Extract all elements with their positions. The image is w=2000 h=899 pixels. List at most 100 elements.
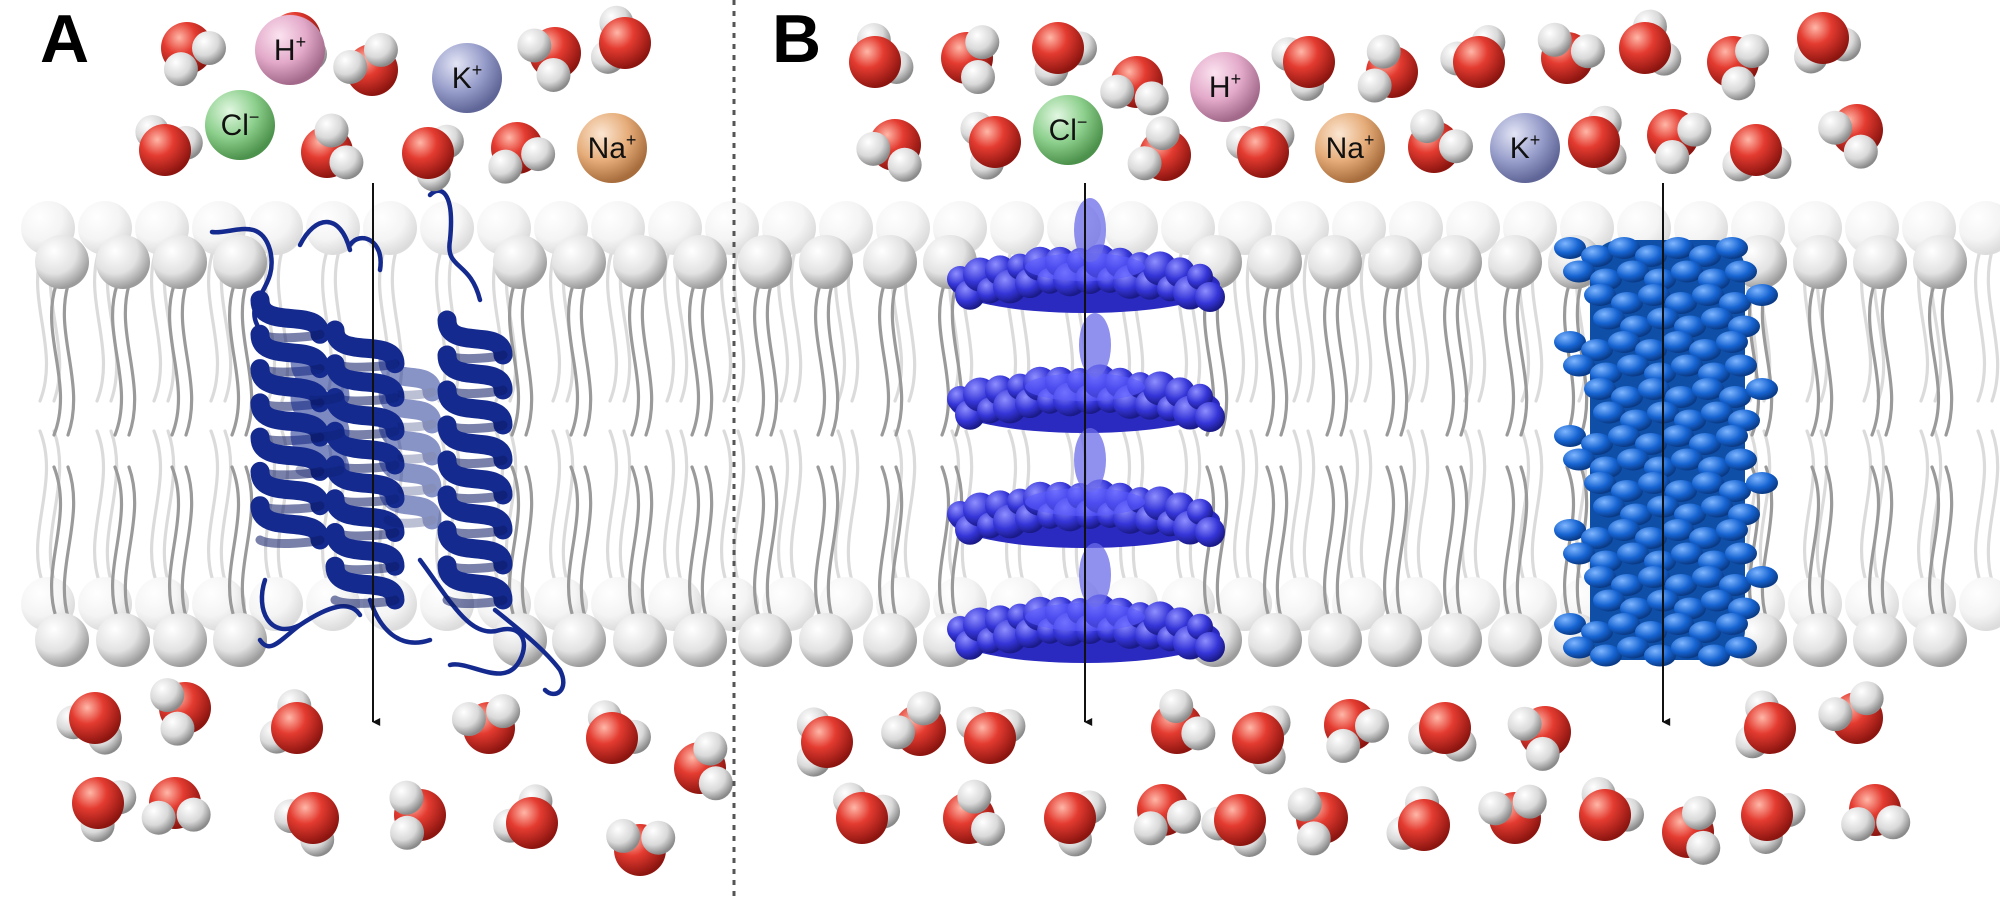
water-molecule-icon — [1032, 22, 1097, 87]
lipid-lower — [1853, 465, 1907, 667]
ion-label: Na+ — [588, 130, 637, 165]
lipid-upper — [1368, 235, 1422, 437]
ion-k: K+ — [432, 43, 502, 113]
water-molecule-icon — [1707, 34, 1770, 101]
lipid-upper — [1428, 235, 1482, 437]
water-molecule-icon — [1386, 786, 1450, 851]
panel-label-b: B — [772, 1, 821, 77]
ion-h: H+ — [255, 15, 325, 85]
lipid-upper — [552, 235, 606, 437]
lipid-upper — [673, 235, 727, 437]
water-molecule-icon — [301, 113, 364, 180]
lipid-upper — [1793, 235, 1847, 437]
ion-symbol: H — [1209, 71, 1231, 104]
water-molecule-icon — [586, 700, 651, 764]
ion-h: H+ — [1190, 52, 1260, 122]
lipid-lower — [673, 465, 727, 667]
water-molecule-icon — [1127, 116, 1191, 181]
helix — [290, 350, 350, 480]
water-molecule-icon — [856, 119, 922, 182]
water-molecule-icon — [1440, 25, 1506, 88]
water-molecule-icon — [1100, 56, 1169, 116]
water-molecule-icon — [1151, 689, 1216, 754]
lipid-back — [705, 201, 759, 403]
lipid-lower — [153, 465, 207, 667]
lipid-upper — [863, 235, 917, 437]
lipid-upper — [96, 235, 150, 437]
ion-label: K+ — [1510, 130, 1541, 165]
ion-label: K+ — [452, 60, 483, 95]
lipid-lower — [613, 465, 667, 667]
lipid-back — [705, 429, 759, 631]
lipid-back — [876, 429, 930, 631]
lipid-lower — [1913, 465, 1967, 667]
ion-label: Cl− — [221, 107, 260, 142]
lipid-back — [1959, 201, 2000, 403]
lipid-back — [534, 201, 588, 403]
water-molecule-icon — [1408, 109, 1473, 173]
water-molecule-icon — [1226, 118, 1295, 178]
dna-nanopore-icon — [1554, 237, 1778, 667]
water-molecule-icon — [161, 22, 226, 87]
water-molecule-icon — [1201, 794, 1267, 857]
lipid-lower — [552, 465, 606, 667]
lipid-back — [648, 201, 702, 403]
lipid-back — [819, 201, 873, 403]
ion-symbol: H — [274, 34, 296, 67]
lipid-back — [1218, 429, 1272, 631]
porphyrin-layer — [947, 594, 1225, 663]
water-molecule-icon — [1408, 702, 1477, 762]
water-molecule-icon — [674, 731, 733, 801]
water-molecule-icon — [141, 777, 211, 835]
lipid-upper — [35, 235, 89, 437]
panel-label-a: A — [40, 1, 89, 77]
water-molecule-icon — [590, 5, 651, 74]
ion-na: Na+ — [1315, 113, 1385, 183]
ion-charge: − — [249, 107, 260, 127]
water-molecule-icon — [1619, 9, 1682, 76]
lipid-back — [534, 429, 588, 631]
ion-charge: + — [296, 32, 307, 52]
ion-cl: Cl− — [205, 90, 275, 160]
ion-k: K+ — [1490, 113, 1560, 183]
alpha-helical-protein-icon — [209, 188, 566, 697]
water-molecule-icon — [274, 792, 339, 857]
water-molecule-icon — [1271, 36, 1335, 101]
lipid-lower — [96, 465, 150, 667]
water-molecule-icon — [333, 32, 398, 96]
transport-arrows — [372, 183, 1671, 726]
lipid-back — [819, 429, 873, 631]
lipid-upper — [153, 235, 207, 437]
ion-charge: + — [626, 130, 637, 150]
ion-na: Na+ — [577, 113, 647, 183]
helix — [250, 290, 330, 550]
lipid-back — [78, 429, 132, 631]
water-molecule-icon — [1841, 784, 1911, 842]
ion-charge: + — [1364, 130, 1375, 150]
ion-label: H+ — [274, 32, 306, 67]
water-molecule-icon — [150, 678, 211, 746]
water-molecule-icon — [1818, 104, 1883, 169]
water-molecule-icon — [451, 694, 521, 754]
lipid-lower — [1793, 465, 1847, 667]
ion-symbol: Cl — [1049, 114, 1077, 147]
ion-label: Na+ — [1326, 130, 1375, 165]
water-molecule-icon — [56, 692, 122, 755]
water-molecule-icon — [1478, 784, 1547, 844]
lipid-lower — [1308, 465, 1362, 667]
lipid-back — [1959, 429, 2000, 631]
water-molecule-icon — [1568, 105, 1627, 175]
lipid-upper — [1248, 235, 1302, 437]
water-molecule-icon — [72, 777, 137, 842]
lipid-back — [21, 201, 75, 403]
lipid-back — [135, 429, 189, 631]
lipid-back — [78, 201, 132, 403]
ion-charge: + — [1530, 130, 1541, 150]
water-molecule-icon — [259, 689, 323, 754]
lipid-back — [876, 201, 930, 403]
water-molecule-icon — [135, 114, 203, 176]
ion-symbol: Na — [588, 132, 627, 165]
water-molecule-icon — [1579, 776, 1644, 841]
water-molecule-icon — [606, 818, 676, 876]
